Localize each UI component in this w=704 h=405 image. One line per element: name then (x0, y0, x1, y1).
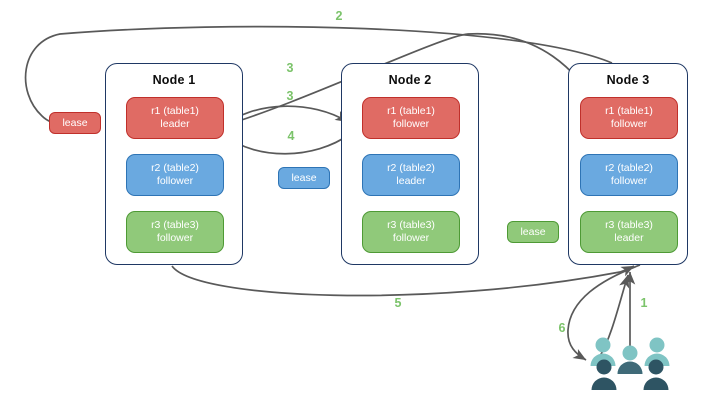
replica-name: r2 (table2) (605, 162, 653, 174)
replica-name: r2 (table2) (151, 162, 199, 174)
step-label-4: 4 (287, 129, 295, 143)
lease-badge-blue[interactable]: lease (278, 167, 330, 189)
step-label-3-upper: 3 (286, 61, 294, 75)
replica-name: r1 (table1) (605, 105, 653, 117)
replica-node2-r3[interactable]: r3 (table3) follower (362, 211, 460, 253)
replica-role: follower (392, 232, 430, 244)
node-title-node2: Node 2 (388, 73, 432, 87)
replica-name: r3 (table3) (151, 219, 199, 231)
lease-badge-red[interactable]: lease (49, 112, 101, 134)
replica-name: r3 (table3) (605, 219, 653, 231)
replica-role: follower (392, 118, 430, 130)
node-container-node1[interactable]: Node 1 r1 (table1) leader r2 (table2) fo… (105, 63, 243, 265)
node-container-node3[interactable]: Node 3 r1 (table1) follower r2 (table2) … (568, 63, 688, 265)
replica-node3-r2[interactable]: r2 (table2) follower (580, 154, 678, 196)
replica-name: r1 (table1) (151, 105, 199, 117)
step-label-2: 2 (335, 9, 343, 23)
replica-node1-r1[interactable]: r1 (table1) leader (126, 97, 224, 139)
replica-role: follower (156, 232, 194, 244)
replica-role: follower (610, 175, 648, 187)
replica-name: r3 (table3) (387, 219, 435, 231)
node-title-node1: Node 1 (152, 73, 196, 87)
people-group-icon (590, 337, 670, 390)
replica-role: follower (156, 175, 194, 187)
replica-node2-r2[interactable]: r2 (table2) leader (362, 154, 460, 196)
replica-name: r2 (table2) (387, 162, 435, 174)
replica-role: leader (396, 175, 426, 187)
step-label-1: 1 (640, 296, 648, 310)
arrow-step-5 (171, 265, 635, 297)
step-label-5: 5 (394, 296, 402, 310)
step-label-6: 6 (558, 321, 566, 335)
replica-name: r1 (table1) (387, 105, 435, 117)
node-title-node3: Node 3 (606, 73, 650, 87)
replica-role: follower (610, 118, 648, 130)
replica-node2-r1[interactable]: r1 (table1) follower (362, 97, 460, 139)
step-label-3-lower: 3 (286, 89, 294, 103)
replica-node3-r1[interactable]: r1 (table1) follower (580, 97, 678, 139)
replica-node1-r3[interactable]: r3 (table3) follower (126, 211, 224, 253)
replica-role: leader (614, 232, 644, 244)
replica-node1-r2[interactable]: r2 (table2) follower (126, 154, 224, 196)
node-container-node2[interactable]: Node 2 r1 (table1) follower r2 (table2) … (341, 63, 479, 265)
replica-node3-r3[interactable]: r3 (table3) leader (580, 211, 678, 253)
lease-badge-green[interactable]: lease (507, 221, 559, 243)
replica-role: leader (160, 118, 190, 130)
